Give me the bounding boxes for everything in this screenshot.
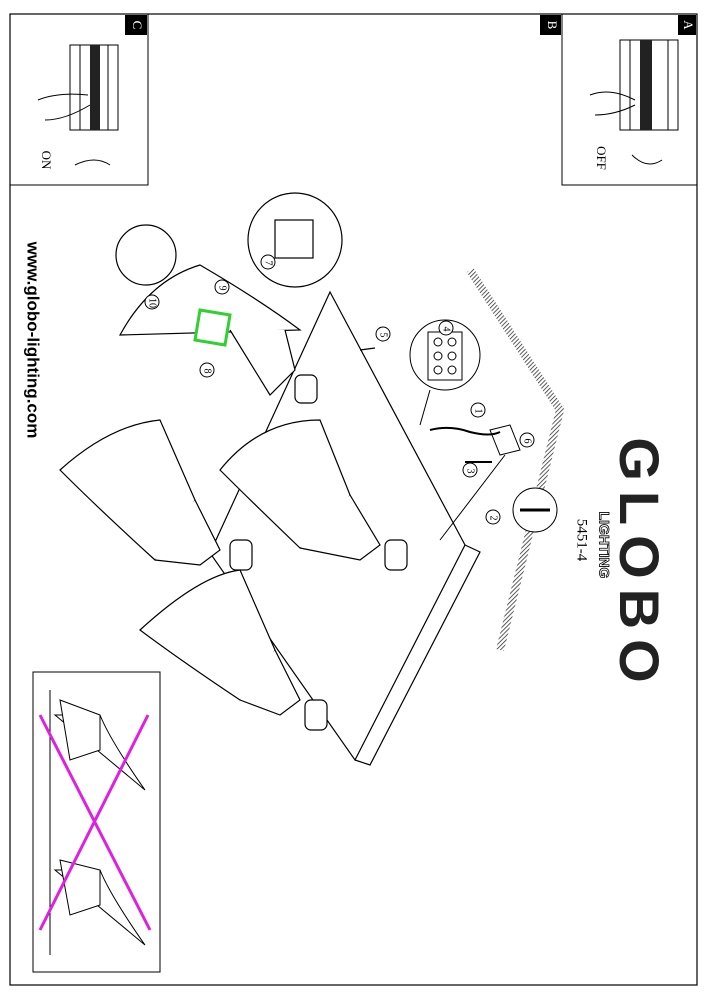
svg-text:9: 9 [217,286,228,291]
step-8: 8 [199,362,215,378]
bulb-icon [115,224,177,286]
step-9: 9 [214,279,230,295]
panel-switch-off: A B OFF [540,13,698,186]
lampholder-ring-icon [193,308,232,347]
lamp-shade-3 [59,419,253,571]
terminal-block-detail [409,319,481,426]
step-6: 6 [519,432,535,448]
step-7: 7 [260,254,276,270]
breaker-box-icon [37,44,119,131]
panel-label-c: C [130,21,145,30]
step-2: 2 [485,509,501,525]
svg-text:5: 5 [378,333,389,338]
step-markers: 1 2 3 4 5 6 7 8 9 10 [144,254,535,525]
step-5: 5 [375,326,391,342]
incorrect-installation-panel [32,671,161,973]
panel-label-b: B [545,21,560,30]
step-4: 4 [438,320,454,336]
logo-subtext: LIGHTING [596,512,612,579]
on-label: ON [39,151,54,170]
panel-label-a: A [681,20,696,30]
model-number: 5451-4 [574,519,590,562]
lamp-shade-4 [139,569,328,731]
svg-text:7: 7 [263,261,274,266]
ceiling [466,267,565,651]
breaker-box-icon [589,39,679,131]
step-1: 1 [470,402,486,418]
svg-text:4: 4 [441,327,452,332]
lamp-shade-2 [219,419,408,571]
off-label: OFF [594,146,609,170]
svg-text:1: 1 [473,409,484,414]
page-border [9,13,698,986]
svg-text:2: 2 [488,516,499,521]
mounting-bracket [429,424,558,541]
step-10: 10 [144,294,160,310]
socket-detail [247,192,343,288]
arrow-icon [631,154,663,165]
website-url[interactable]: www.globo-lighting.com [24,241,43,439]
step-3: 3 [462,462,478,478]
arrow-icon [74,159,111,166]
logo-text: GLOBO [608,437,671,692]
cross-icon [38,714,150,931]
svg-text:8: 8 [202,369,213,374]
brand-logo: GLOBO LIGHTING 5451-4 [574,437,672,692]
svg-text:3: 3 [465,469,476,474]
panel-switch-on: C ON [9,13,149,186]
svg-text:10: 10 [147,298,158,308]
svg-text:6: 6 [522,439,533,444]
